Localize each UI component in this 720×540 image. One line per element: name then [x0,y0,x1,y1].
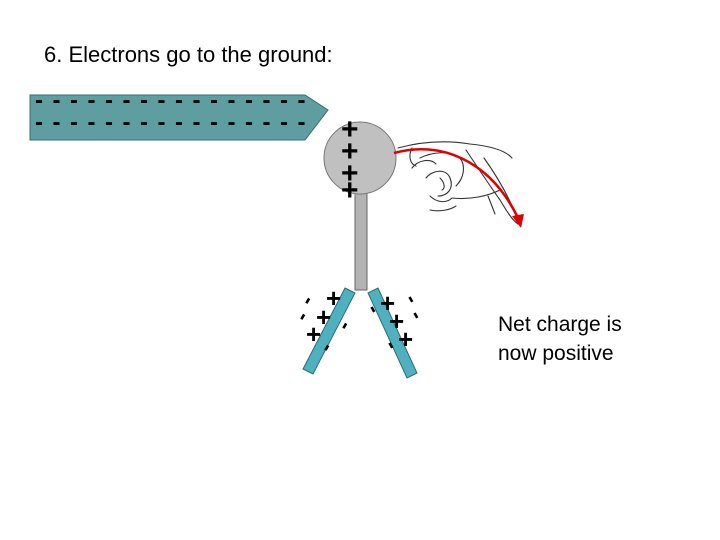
minus-sign: - [70,87,78,114]
plus-sign: + [306,319,321,349]
electroscope-sphere [323,121,397,195]
minus-sign: - [228,87,236,114]
right-leaf: + + + - - - - [362,287,430,379]
slide-title: 6. Electrons go to the ground: [44,42,333,67]
plus-sign: + [341,135,359,168]
plus-sign: + [380,288,395,318]
minus-sign: - [298,87,306,114]
note-line-2: now positive [498,342,614,365]
minus-sign: - [35,109,43,136]
minus-sign: - [140,109,148,136]
minus-sign: - [158,87,166,114]
hand-icon [397,141,519,225]
plus-sign: + [341,113,359,146]
plus-sign: + [389,306,404,336]
minus-sign: - [245,109,253,136]
minus-sign: - [228,109,236,136]
minus-sign: - [210,87,218,114]
plus-sign: + [398,324,413,354]
minus-sign: - [263,109,271,136]
minus-sign: - [210,109,218,136]
minus-sign: - [105,109,113,136]
minus-sign: - [405,305,430,324]
left-leaf: + + + - - - - [289,283,356,375]
minus-sign: - [175,87,183,114]
charged-rod: -------------------------------- [29,87,329,141]
minus-sign: - [88,87,96,114]
minus-sign: - [263,87,271,114]
note-line-1: Net charge is [498,313,622,336]
minus-sign: - [280,87,288,114]
plus-sign: + [341,157,359,190]
minus-sign: - [175,109,183,136]
arrow-icon [393,148,524,228]
minus-sign: - [245,87,253,114]
minus-sign: - [88,109,96,136]
plus-sign: + [341,174,359,207]
minus-sign: - [193,109,201,136]
minus-sign: - [298,109,306,136]
minus-sign: - [70,109,78,136]
plus-sign: + [316,302,331,332]
minus-sign: - [294,290,319,309]
minus-sign: - [400,289,425,308]
minus-sign: - [123,109,131,136]
minus-sign: - [35,87,43,114]
minus-sign: - [158,109,166,136]
minus-sign: - [140,87,148,114]
net-charge-note: Net charge is now positive [498,310,622,368]
minus-sign: - [53,87,61,114]
minus-sign: - [289,306,314,325]
minus-sign: - [193,87,201,114]
minus-sign: - [280,109,288,136]
minus-sign: - [105,87,113,114]
minus-sign: - [123,87,131,114]
minus-sign: - [53,109,61,136]
sphere-plus-charges: + + + + [341,113,359,207]
plus-sign: + [326,283,341,313]
